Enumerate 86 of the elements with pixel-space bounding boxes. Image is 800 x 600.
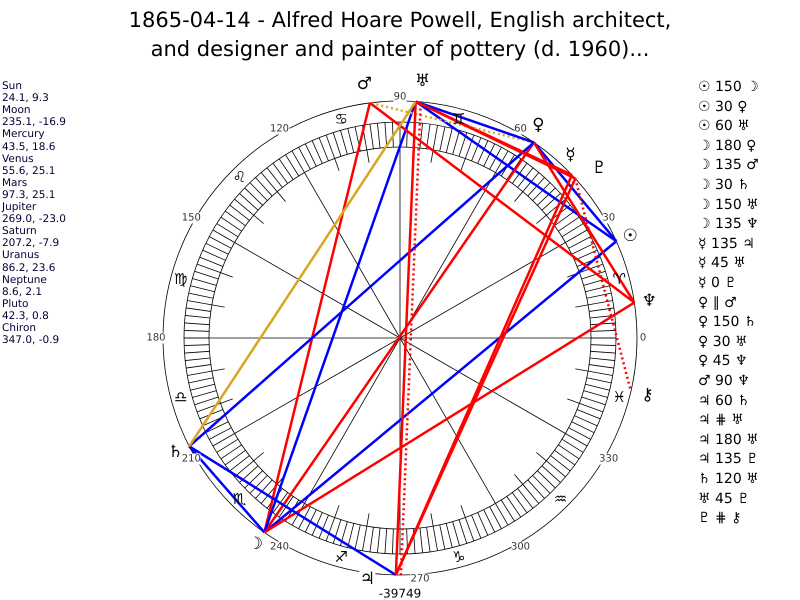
- aspect-line: [188, 446, 266, 534]
- degree-label: 210: [182, 453, 201, 464]
- planet-name: Mercury: [2, 128, 45, 140]
- zodiac-sign: ♋: [334, 110, 348, 127]
- aspect-entry: ♃ 135 ♇: [698, 450, 759, 468]
- planet-position: 235.1, -16.9: [2, 116, 66, 128]
- aspect-entry: ☉ 150 ☽: [698, 78, 759, 96]
- zodiac-sign: ♊: [452, 110, 466, 127]
- degree-label: 0: [640, 332, 646, 344]
- planet-position: 24.1, 9.3: [2, 92, 49, 104]
- zodiac-sign: ♌: [232, 169, 246, 186]
- planet-name: Moon: [2, 104, 31, 116]
- aspect-line: [415, 100, 534, 144]
- planet-name: Pluto: [2, 298, 28, 310]
- degree-label: 120: [270, 124, 290, 135]
- zodiac-sign: ♎: [174, 388, 188, 405]
- aspect-entry: ♀ ∥ ♂: [698, 294, 737, 312]
- aspect-entry: ☿ 0 ♇: [698, 274, 737, 292]
- planet-name: Uranus: [2, 249, 40, 262]
- planet-glyph: ♀: [532, 116, 545, 133]
- degree-label: 30: [602, 212, 616, 223]
- aspect-line: [532, 142, 618, 242]
- aspect-entry: ♄ 120 ♅: [698, 470, 759, 488]
- degree-label: 270: [410, 574, 430, 584]
- aspect-line: [188, 100, 417, 448]
- planet-name: Saturn: [2, 225, 37, 238]
- planet-glyph: ☿: [565, 147, 576, 164]
- aspect-line: [369, 102, 636, 304]
- zodiac-sign: ♒: [554, 490, 568, 506]
- planet-glyph: ♅: [414, 72, 430, 89]
- planet-position: 86.2, 23.6: [2, 262, 56, 274]
- planet-position: 55.6, 25.1: [2, 164, 56, 177]
- planet-position: 97.3, 25.1: [2, 188, 56, 201]
- aspect-entry: ☉ 60 ♅: [698, 117, 750, 136]
- degree-label: 150: [182, 212, 201, 223]
- aspect-entry: ☽ 135 ♂: [698, 156, 759, 174]
- planet-position: 8.6, 2.1: [2, 286, 42, 298]
- aspect-line: [532, 142, 636, 304]
- planet-position: 42.3, 0.8: [2, 310, 49, 322]
- aspect-entry: ♃ 60 ♄: [698, 392, 750, 410]
- planet-glyph: ♃: [360, 571, 376, 587]
- aspect-entry: ☉ 30 ♀: [698, 98, 748, 116]
- aspect-entry: ☿ 135 ♃: [698, 234, 755, 253]
- zodiac-sign: ♐: [334, 549, 348, 566]
- aspect-entry: ♃ 180 ♅: [698, 430, 759, 449]
- planet-glyph: ☉: [622, 228, 638, 244]
- aspect-entry: ♃ ⋕ ♅: [698, 411, 744, 430]
- zodiac-sign: ♓: [612, 388, 626, 405]
- planet-position: 269.0, -23.0: [2, 213, 66, 226]
- planet-position: 207.2, -7.9: [2, 237, 60, 250]
- degree-label: 60: [514, 124, 527, 135]
- planet-name: Jupiter: [2, 201, 36, 213]
- aspect-line: [188, 445, 397, 576]
- chart-title: 1865-04-14 - Alfred Hoare Powell, English architect, and designer and painter of pottery (d. 1960)...: [128, 7, 672, 63]
- aspect-entry: ♀ 45 ♆: [698, 352, 748, 370]
- aspect-entry: ♀ 150 ♄: [698, 313, 756, 332]
- aspect-line: [264, 302, 635, 534]
- degree-label: 330: [599, 453, 618, 464]
- planet-name: Neptune: [2, 274, 47, 286]
- planet-position: 347.0, -0.9: [2, 334, 60, 346]
- aspect-entry: ☽ 150 ♅: [698, 196, 759, 214]
- aspect-line: [188, 142, 535, 448]
- aspect-entry: ☽ 135 ♆: [698, 215, 759, 234]
- aspect-line: [394, 101, 417, 576]
- degree-label: 90: [394, 92, 406, 102]
- degree-label: 240: [270, 541, 290, 552]
- zodiac-sign: ♑: [452, 549, 466, 566]
- aspect-entry: ☽ 180 ♀: [698, 136, 756, 155]
- planet-name: Mars: [2, 176, 28, 189]
- degree-label: 300: [510, 541, 530, 552]
- aspect-entry: ♂ 90 ♆: [698, 372, 750, 390]
- aspect-entry: ♇ ⋕ ⚷: [698, 509, 742, 528]
- aspect-entry: ♅ 45 ♇: [698, 490, 750, 508]
- planet-position: 43.5, 18.6: [2, 140, 56, 152]
- planet-glyph: ♆: [642, 292, 657, 309]
- aspect-line: [415, 100, 618, 242]
- aspect-entry: ☽ 30 ♄: [698, 176, 750, 194]
- planet-name: Chiron: [2, 322, 36, 334]
- planet-name: Venus: [2, 152, 34, 165]
- aspect-entry: ☿ 45 ♅: [698, 254, 746, 272]
- degree-label: 180: [146, 332, 166, 344]
- year-label: -39749: [378, 588, 422, 600]
- planet-glyph: ♂: [356, 76, 372, 92]
- aspect-entry: ♀ 30 ♅: [698, 332, 748, 351]
- planet-name: Sun: [2, 80, 22, 92]
- zodiac-sign: ♍: [174, 271, 188, 288]
